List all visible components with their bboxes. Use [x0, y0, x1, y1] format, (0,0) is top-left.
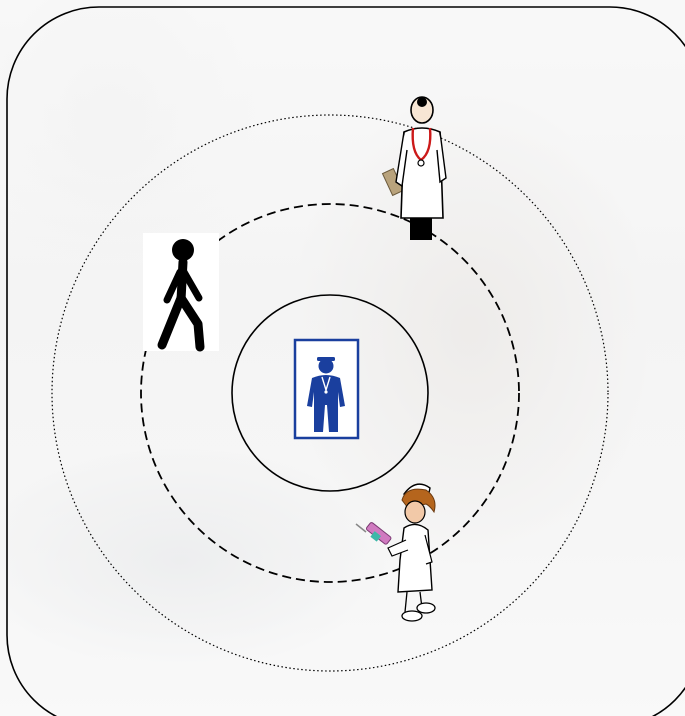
center-person-icon	[295, 340, 358, 438]
walking-person-icon	[143, 233, 219, 351]
syringe-icon	[356, 522, 392, 545]
nurse-icon	[356, 484, 435, 621]
doctor-icon	[382, 97, 446, 240]
